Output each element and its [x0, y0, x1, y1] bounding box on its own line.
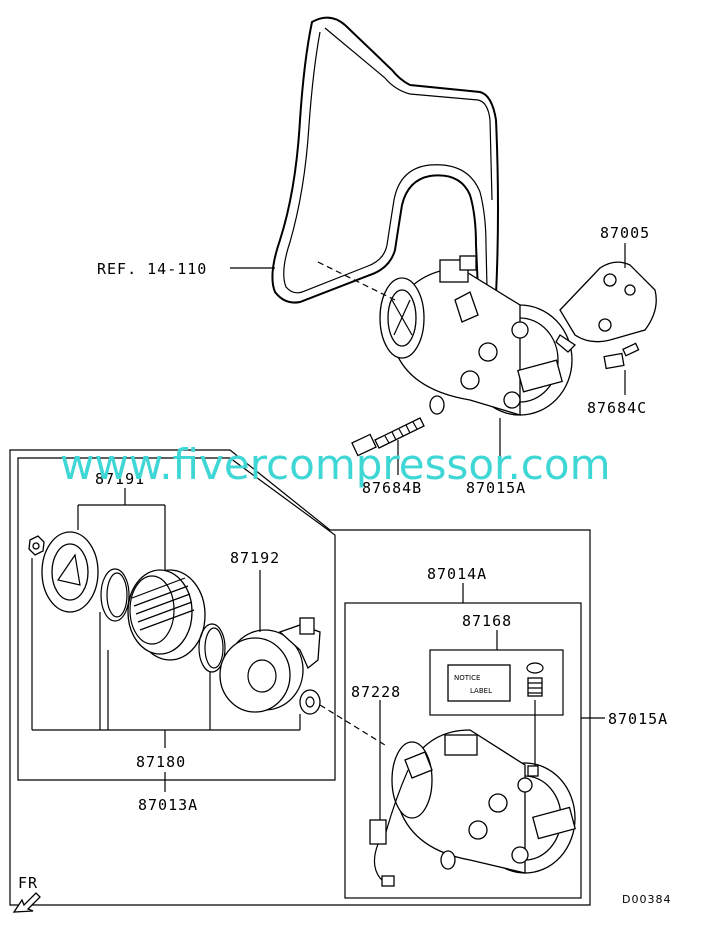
- field-coil-87192: [219, 617, 321, 713]
- valve-cap: [526, 662, 544, 697]
- shim-ring-2: [198, 623, 226, 673]
- pulley-87180: [127, 569, 206, 661]
- main-frame: [9, 449, 591, 906]
- label-87014a: 87014A: [427, 565, 487, 583]
- label-87005: 87005: [600, 224, 650, 242]
- label-87015a-right: 87015A: [608, 710, 668, 728]
- label-87168: 87168: [462, 612, 512, 630]
- label-fr: FR: [18, 874, 38, 892]
- notice-label-text-2: LABEL: [470, 687, 492, 695]
- notice-label: NOTICE LABEL: [447, 664, 511, 702]
- compressor-lower: [391, 729, 576, 874]
- mount-bracket: [555, 261, 657, 353]
- label-87013a: 87013A: [138, 796, 198, 814]
- drive-belt: [271, 16, 499, 304]
- snap-washer: [299, 689, 321, 715]
- label-87180: 87180: [136, 753, 186, 771]
- long-bolt-87684b: [351, 417, 425, 457]
- label-87684b: 87684B: [362, 479, 422, 497]
- clutch-nut: [28, 535, 45, 556]
- harness-87228: [369, 700, 409, 887]
- top-leaders: [230, 243, 626, 475]
- front-arrow-icon: [12, 892, 41, 913]
- clutch-frame: [17, 457, 336, 781]
- diagram-code: D00384: [622, 893, 671, 906]
- clutch-plate-87191: [41, 531, 99, 613]
- label-belt-ref: REF. 14-110: [97, 260, 207, 278]
- compressor-top: [379, 255, 573, 416]
- bracket-bolt-87684c: [603, 342, 640, 370]
- notice-label-text-1: NOTICE: [454, 674, 480, 682]
- shim-ring-1: [100, 568, 130, 622]
- watermark: www.fivercompressor.com: [60, 440, 611, 489]
- clutch-leaders: [31, 488, 386, 792]
- label-87228: 87228: [351, 683, 401, 701]
- label-87015a-top: 87015A: [466, 479, 526, 497]
- label-87684c: 87684C: [587, 399, 647, 417]
- label-87192: 87192: [230, 549, 280, 567]
- label-87191: 87191: [95, 470, 145, 488]
